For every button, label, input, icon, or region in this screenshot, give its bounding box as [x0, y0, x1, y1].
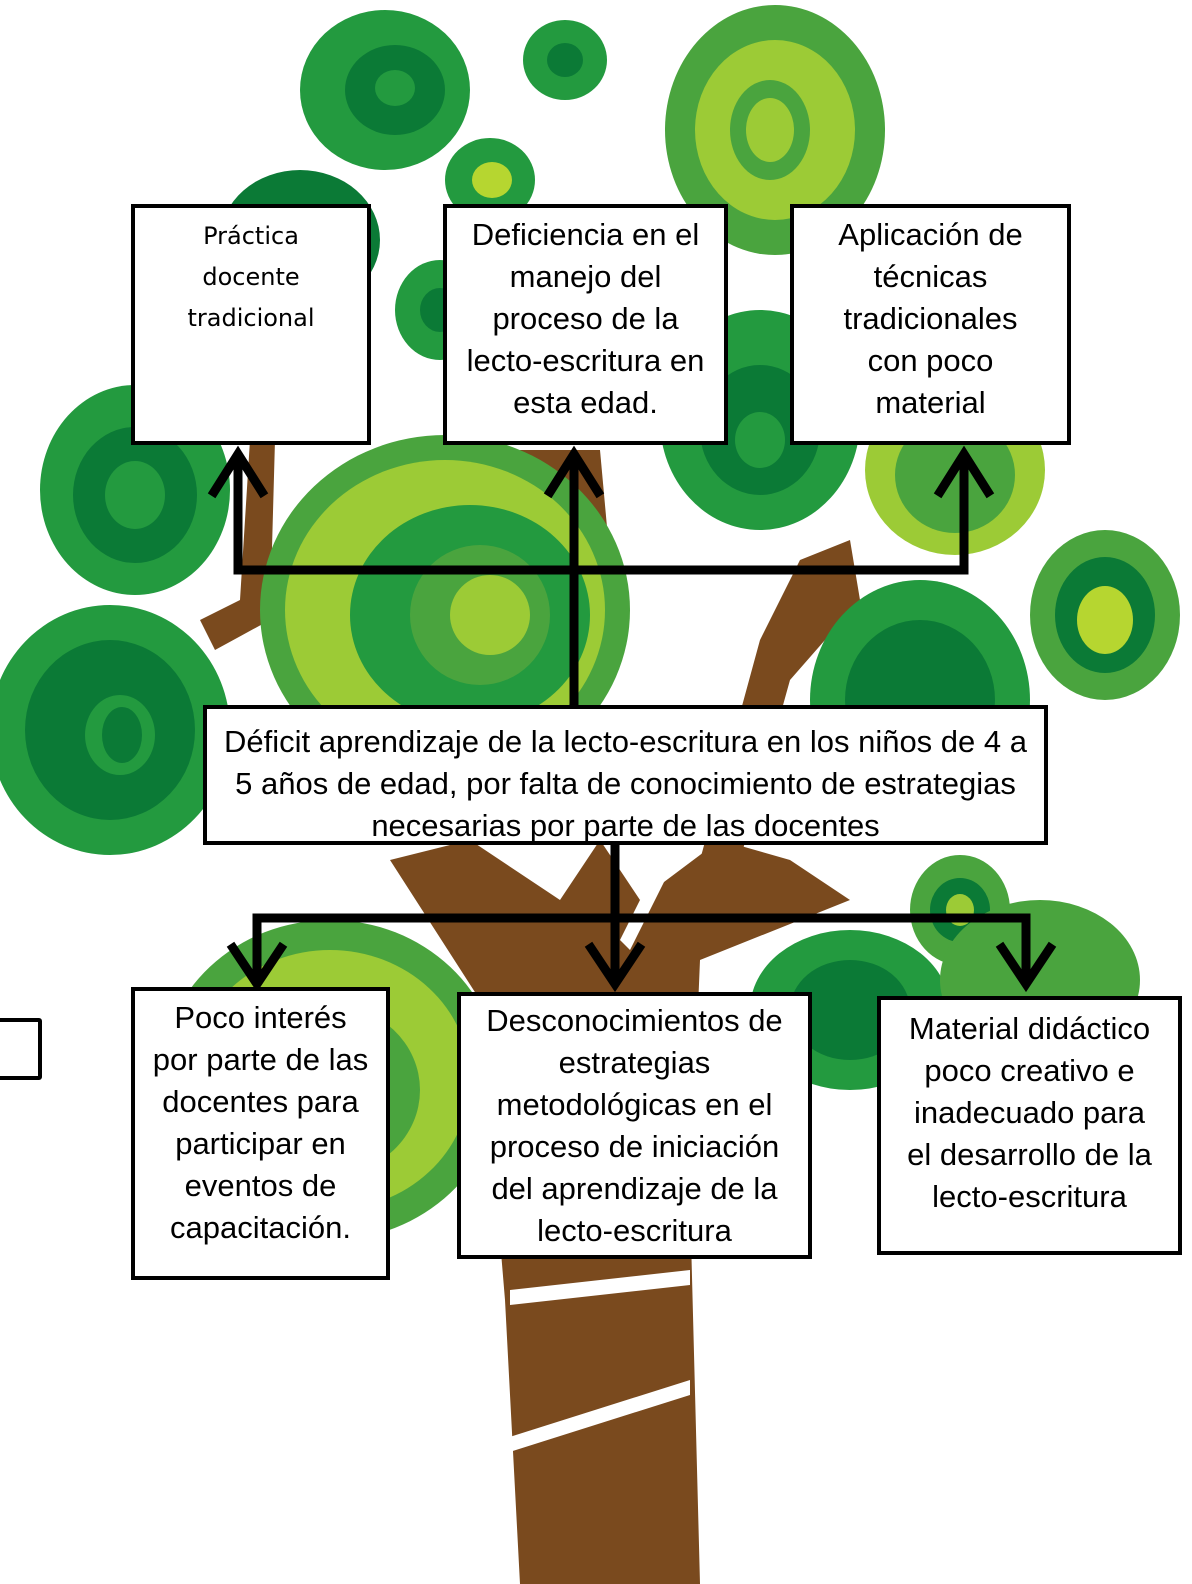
stray-outline-box	[0, 1018, 42, 1080]
branch-left	[200, 440, 275, 650]
trunk-highlight	[620, 860, 670, 950]
trunk-highlight	[500, 1380, 690, 1455]
cause-box-2: Desconocimientos de estrategias metodoló…	[457, 992, 812, 1259]
foliage-top-right	[665, 5, 885, 255]
arrowhead-down-center	[584, 941, 646, 993]
effect-box-1: Práctica docente tradicional	[131, 204, 371, 445]
arrowhead-down-right	[995, 941, 1057, 993]
foliage-mid-small	[445, 138, 535, 222]
foliage-top-small	[523, 20, 607, 100]
cause-box-1: Poco interés por parte de las docentes p…	[131, 987, 390, 1280]
foliage-center-large	[260, 435, 630, 785]
foliage-far-right	[1030, 530, 1180, 700]
foliage-left-low	[0, 605, 230, 855]
arrowhead-up-center	[543, 445, 605, 499]
central-problem-box: Déficit aprendizaje de la lecto-escritur…	[203, 705, 1048, 845]
arrowhead-down-left	[226, 941, 288, 993]
effect-box-2: Deficiencia en el manejo del proceso de …	[443, 204, 728, 445]
cause-box-3: Material didáctico poco creativo e inade…	[877, 996, 1182, 1255]
arrowhead-up-right	[933, 445, 995, 499]
trunk-highlight	[510, 1270, 690, 1305]
foliage-top-left	[300, 10, 470, 170]
effect-box-3: Aplicación de técnicas tradicionales con…	[790, 204, 1071, 445]
arrowhead-up-left	[207, 445, 269, 499]
